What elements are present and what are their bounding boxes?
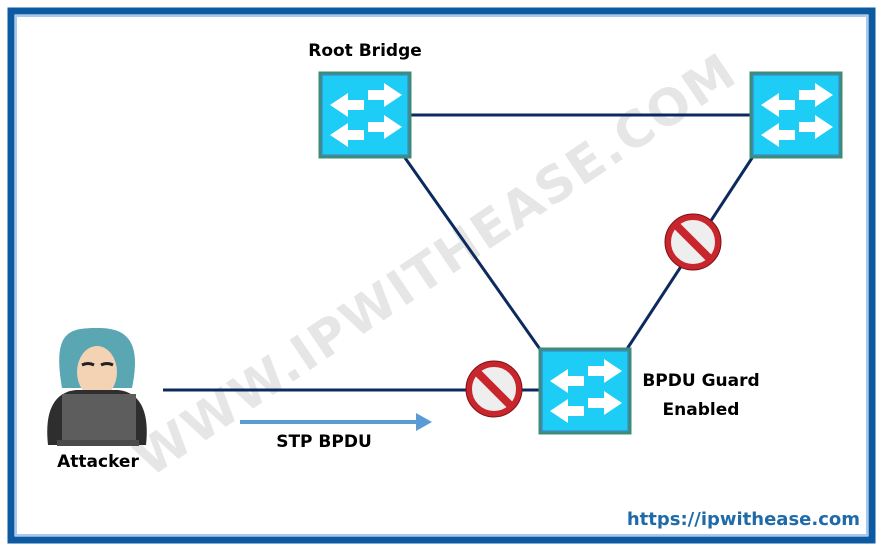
- attacker-hacker-icon[interactable]: [47, 328, 147, 446]
- prohibit-icon: [466, 361, 522, 417]
- root-bridge-label: Root Bridge: [308, 41, 422, 61]
- bpdu-guard-label-line2: Enabled: [663, 400, 740, 420]
- bpdu-guard-switch-icon[interactable]: [538, 347, 632, 435]
- site-url-link[interactable]: https://ipwithease.com: [627, 509, 860, 530]
- bpdu-guard-label-line1: BPDU Guard: [642, 371, 759, 391]
- stp-bpdu-label: STP BPDU: [276, 432, 372, 452]
- frame-inner-border: [15, 15, 868, 536]
- right-switch-icon[interactable]: [749, 71, 843, 159]
- attacker-label: Attacker: [57, 452, 139, 472]
- root-bridge-switch-icon[interactable]: [318, 71, 412, 159]
- watermark: WWW.IPWITHEASE.COM: [124, 42, 747, 488]
- prohibit-icon: [665, 214, 721, 270]
- frame-border: [7, 7, 876, 544]
- link-root-guard: [401, 154, 544, 353]
- arrow-head-icon: [416, 413, 432, 431]
